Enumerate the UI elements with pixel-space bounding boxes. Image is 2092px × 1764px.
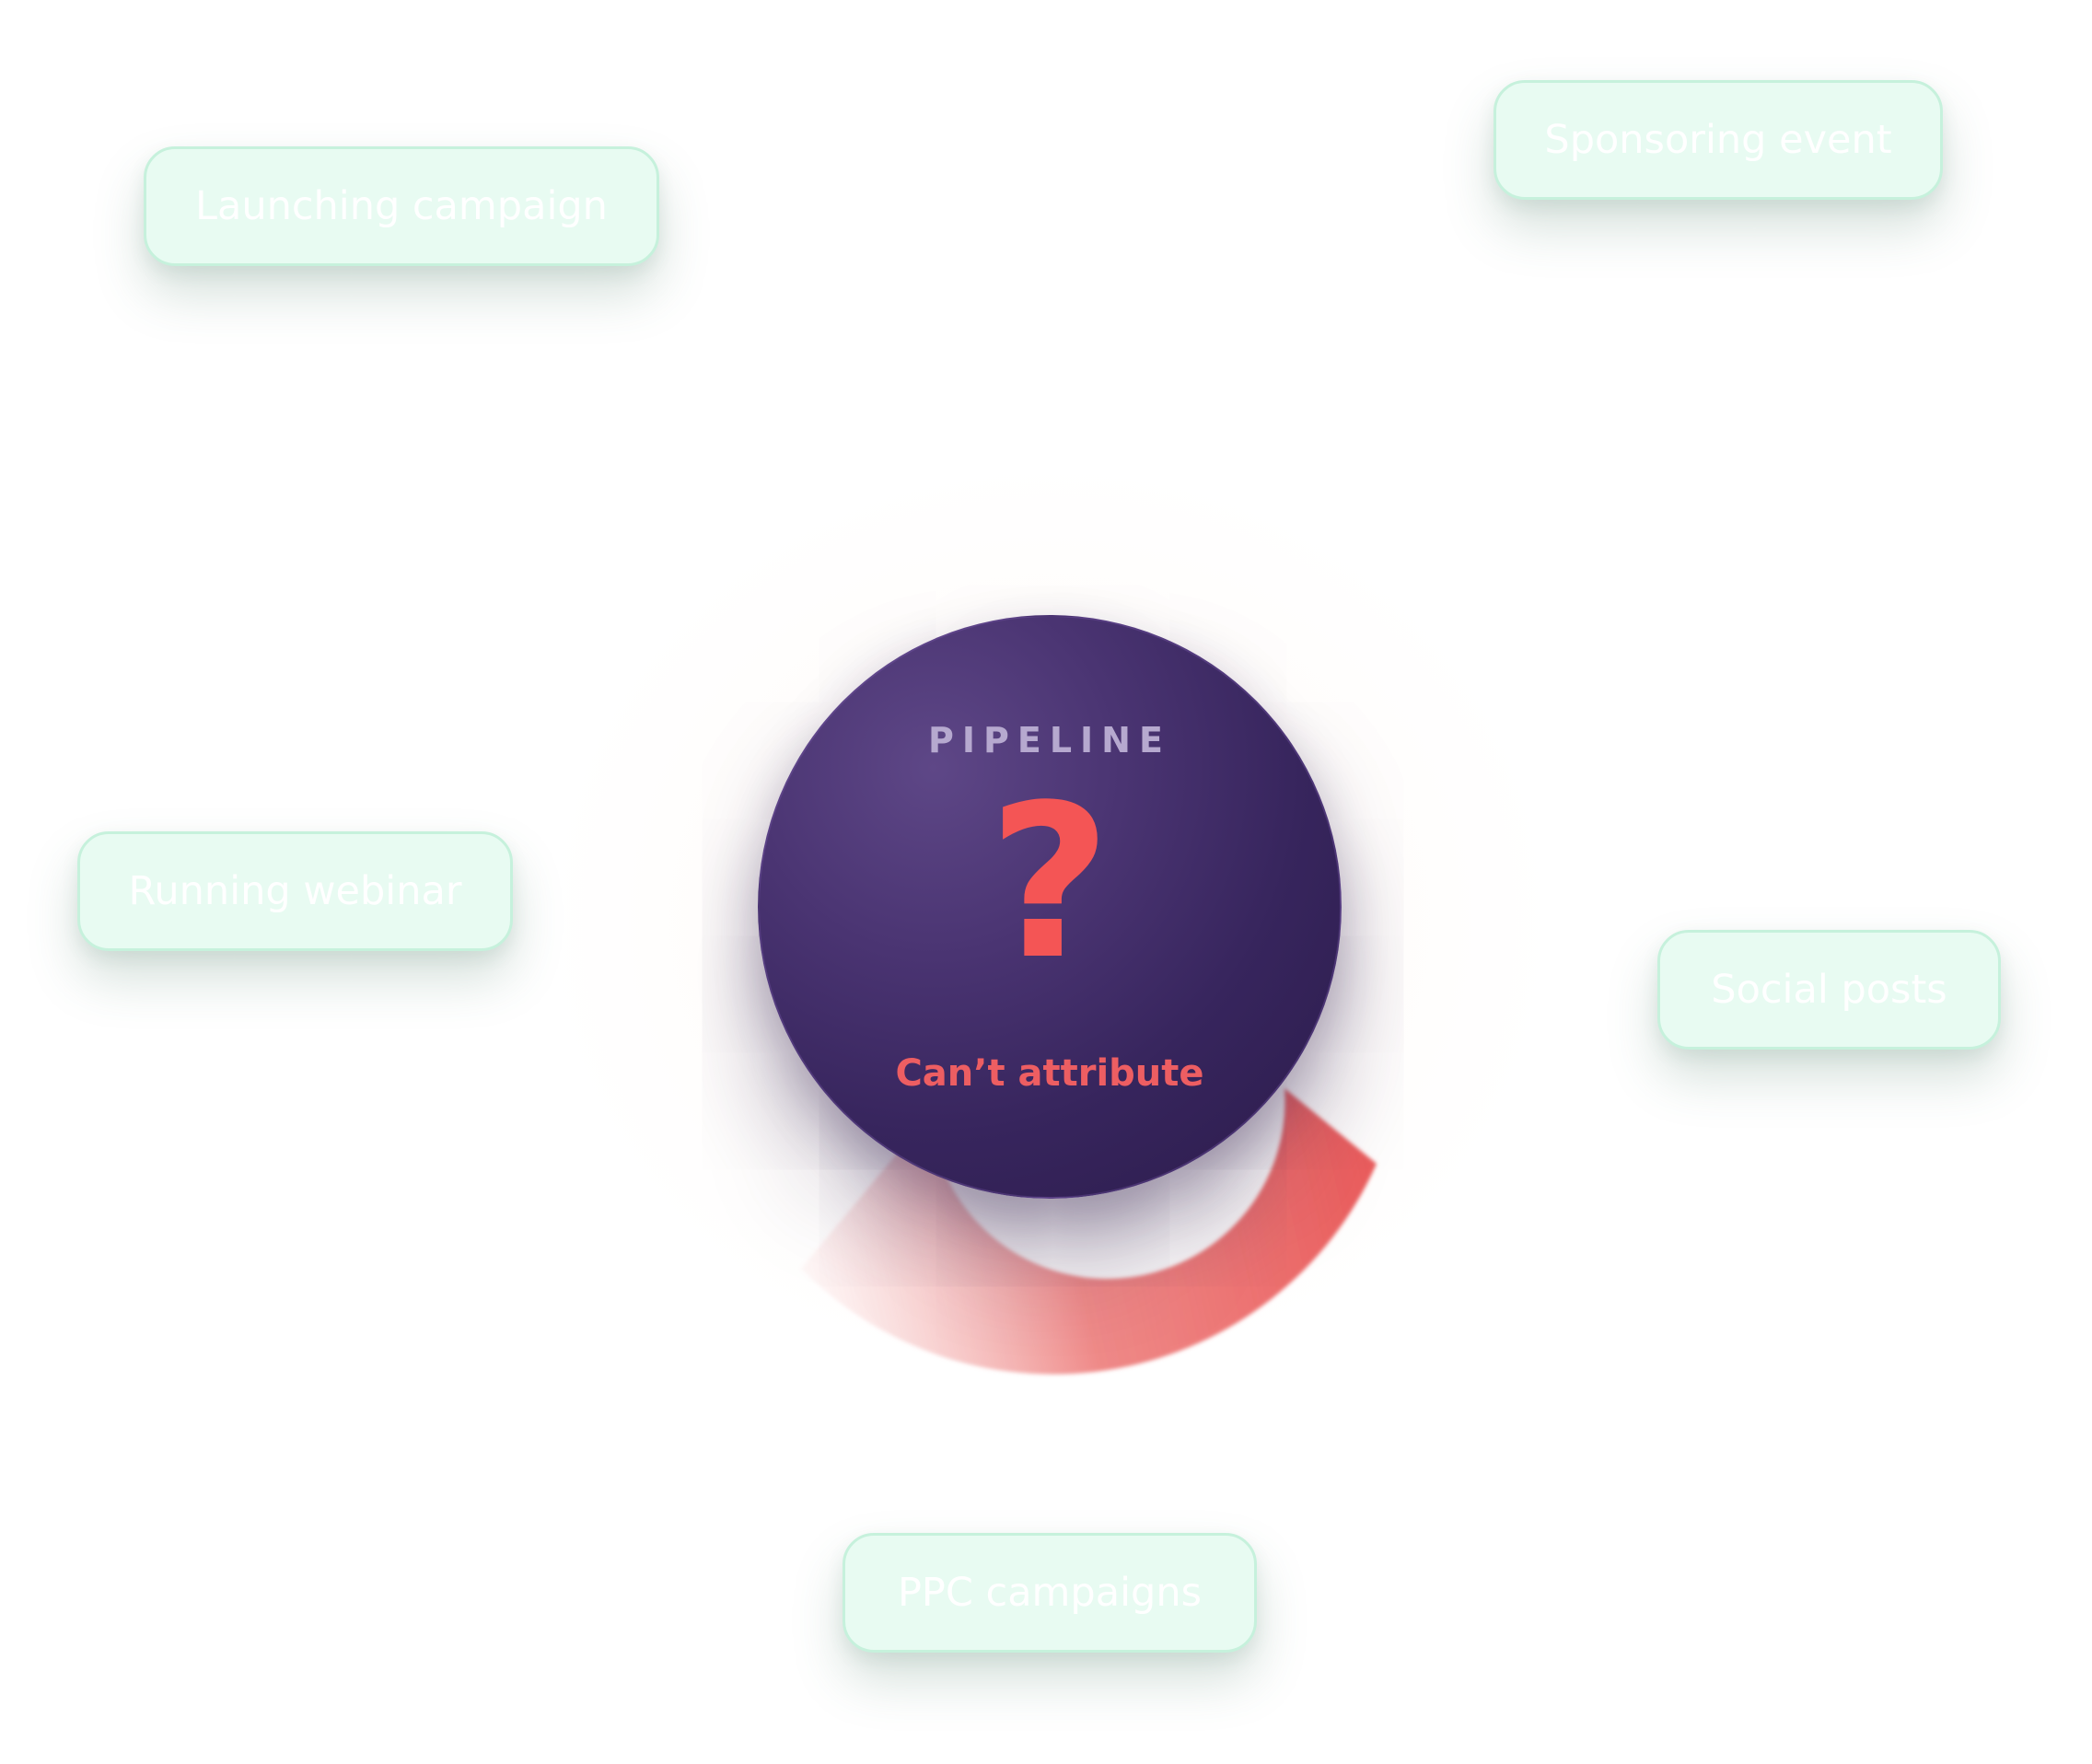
activity-pill-ppc-campaigns: PPC campaigns <box>843 1533 1257 1653</box>
activity-pill-running-webinar: Running webinar <box>77 831 513 951</box>
pipeline-label: PIPELINE <box>928 720 1171 760</box>
attribution-status: Can’t attribute <box>895 1052 1204 1095</box>
activity-pill-sponsoring-event: Sponsoring event <box>1493 80 1943 200</box>
activity-pill-social-posts: Social posts <box>1657 930 2001 1050</box>
pipeline-sphere: PIPELINE ? Can’t attribute <box>758 615 1342 1199</box>
question-mark-icon: ? <box>988 760 1111 1006</box>
activity-pill-launching-campaign: Launching campaign <box>144 146 659 266</box>
